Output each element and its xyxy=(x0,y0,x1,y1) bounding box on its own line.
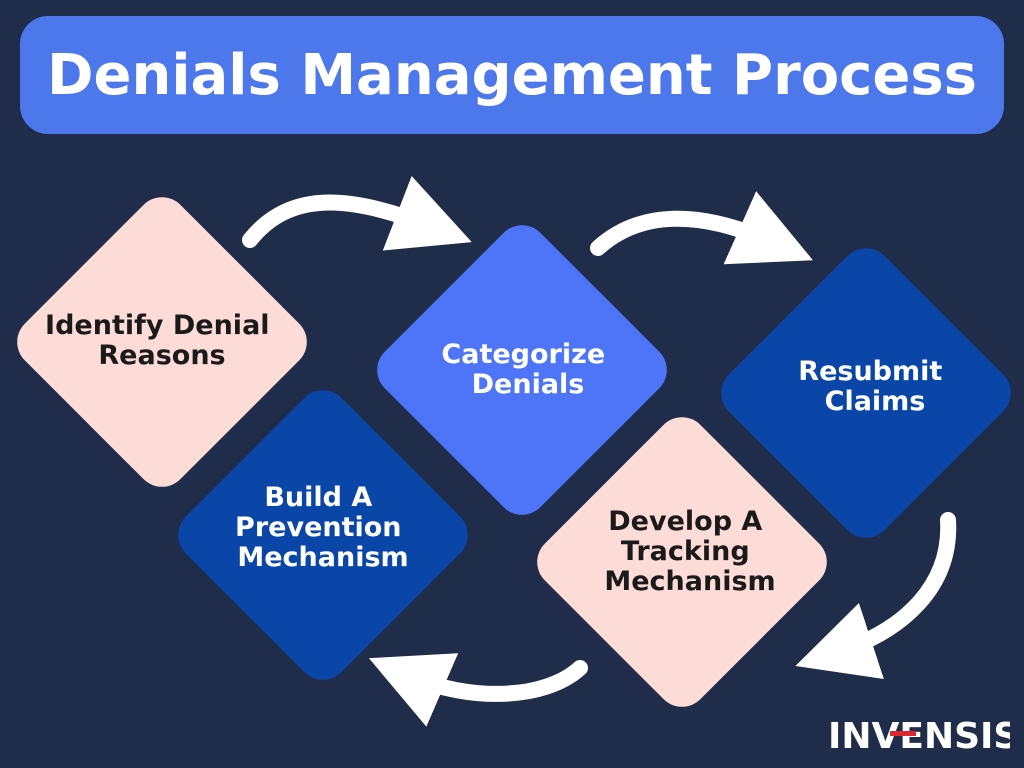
label-identify-line2: Reasons xyxy=(98,340,225,371)
label-resubmit-line1: Resubmit xyxy=(798,356,942,387)
arrow-icon-resubmit-to-tracking xyxy=(795,512,957,680)
step-categorize-denials: Categorize Denials xyxy=(377,225,667,515)
step-resubmit-claims: Resubmit Claims xyxy=(721,248,1011,538)
label-tracking-line3: Mechanism xyxy=(604,566,775,597)
page-title: Denials Management Process xyxy=(46,42,977,108)
arrow-icon-tracking-to-prevention xyxy=(368,653,588,727)
diamond-prevention xyxy=(178,390,468,680)
diamond-tracking xyxy=(537,417,827,707)
step-develop-tracking-mechanism: Develop A Tracking Mechanism xyxy=(537,417,827,707)
step-identify-denial-reasons: Identify Denial Reasons xyxy=(17,197,307,487)
label-tracking-line2: Tracking xyxy=(621,536,750,567)
arrow-icon-identify-to-categorize xyxy=(242,175,472,251)
logo-accent-bar xyxy=(890,731,916,736)
label-prevention-line2: Prevention xyxy=(235,512,401,543)
label-resubmit-line2: Claims xyxy=(825,386,926,417)
label-identify-line1: Identify Denial xyxy=(45,310,270,341)
label-identify: Identify Denial Reasons xyxy=(45,310,279,371)
diamond-categorize xyxy=(377,225,667,515)
diamond-resubmit xyxy=(721,248,1011,538)
label-prevention: Build A Prevention Mechanism xyxy=(235,482,411,573)
step-build-prevention-mechanism: Build A Prevention Mechanism xyxy=(178,390,468,680)
arrow-icon-categorize-to-resubmit xyxy=(590,191,813,265)
invensis-logo: INVENSIS xyxy=(828,716,1010,756)
label-categorize-line2: Denials xyxy=(472,369,585,400)
diamond-identify xyxy=(17,197,307,487)
label-prevention-line1: Build A xyxy=(264,482,372,513)
label-categorize: Categorize Denials xyxy=(441,339,614,400)
label-categorize-line1: Categorize xyxy=(441,339,605,370)
label-prevention-line3: Mechanism xyxy=(237,542,408,573)
label-tracking-line1: Develop A xyxy=(608,506,762,537)
label-tracking: Develop A Tracking Mechanism xyxy=(604,506,775,597)
title-banner: Denials Management Process xyxy=(20,16,1004,134)
label-resubmit: Resubmit Claims xyxy=(798,356,951,417)
logo-wordmark: INVENSIS xyxy=(828,716,1010,756)
